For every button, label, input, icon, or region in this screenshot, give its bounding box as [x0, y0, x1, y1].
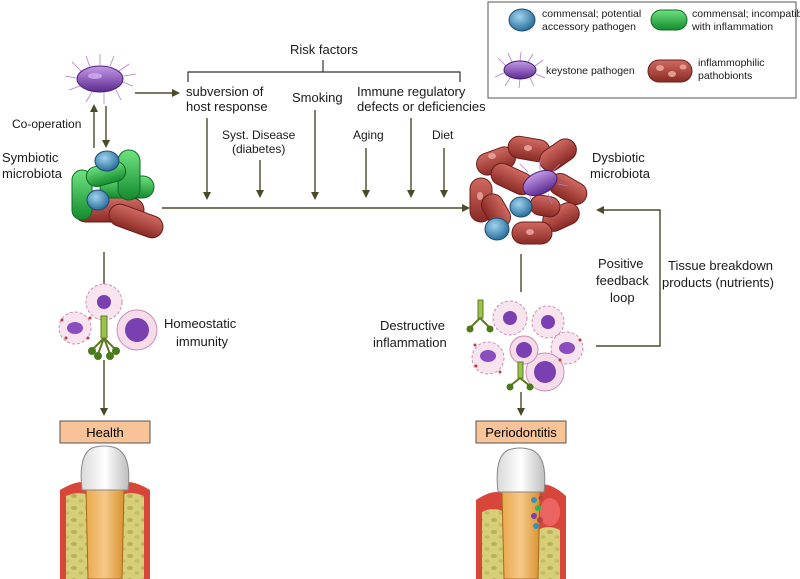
risk-factors-bracket — [187, 71, 461, 82]
risk-syst-disease-line1: Syst. Disease — [222, 128, 296, 142]
risk-immune-line2: defects or deficiencies — [357, 99, 486, 114]
periodontitis-label: Periodontitis — [485, 425, 557, 440]
risk-factors-title: Risk factors — [290, 42, 358, 57]
homeostatic-immune-cells — [58, 283, 158, 351]
risk-smoking-label: Smoking — [292, 90, 343, 105]
legend-blue-bug-icon — [508, 8, 536, 32]
legend: commensal; potential accessory pathogen … — [487, 1, 800, 99]
keystone-pathogen-icon — [64, 54, 137, 104]
risk-syst-disease-line2: (diabetes) — [232, 142, 285, 156]
destructive-line1: Destructive — [380, 318, 445, 333]
diseased-tooth-illustration — [476, 447, 566, 579]
legend-green-bug-icon — [650, 9, 688, 31]
feedback-line3: loop — [610, 290, 635, 305]
feedback-loop-arrow — [596, 206, 661, 347]
symbiotic-line1: Symbiotic — [2, 150, 59, 165]
legend-frame — [487, 1, 797, 99]
symbiotic-line2: microbiota — [2, 166, 63, 181]
healthy-tooth-illustration — [60, 445, 150, 579]
destructive-line2: inflammation — [373, 335, 447, 350]
legend-commensal-accessory-line1: commensal; potential — [542, 8, 641, 20]
feedback-line2: feedback — [596, 273, 649, 288]
dysbiotic-microbiota-cluster — [469, 135, 588, 245]
risk-diet-label: Diet — [432, 128, 454, 142]
tissue-line2: products (nutrients) — [662, 275, 774, 290]
cooperation-arrows — [90, 104, 110, 148]
homeostatic-line2: immunity — [176, 334, 229, 349]
dysbiotic-line1: Dysbiotic — [592, 150, 645, 165]
legend-commensal-incompatible-line1: commensal; incompatible — [692, 8, 800, 20]
cooperation-label: Co-operation — [12, 117, 81, 131]
symbiotic-microbiota-cluster — [71, 149, 164, 239]
risk-factors-group: Risk factors subversion of host response… — [186, 42, 486, 200]
dysbiotic-line2: microbiota — [590, 166, 651, 181]
legend-commensal-accessory-line2: accessory pathogen — [542, 21, 636, 33]
legend-commensal-incompatible-line2: with inflammation — [691, 21, 773, 33]
risk-immune-line1: Immune regulatory — [357, 84, 466, 99]
periodontitis-box — [475, 420, 567, 444]
homeostatic-line1: Homeostatic — [164, 316, 237, 331]
feedback-line1: Positive — [598, 256, 644, 271]
health-label: Health — [86, 425, 124, 440]
right-antibody-icons — [466, 299, 534, 391]
risk-aging-label: Aging — [353, 128, 384, 142]
risk-subversion-line1: subversion of — [186, 84, 264, 99]
tissue-line1: Tissue breakdown — [668, 258, 773, 273]
risk-subversion-line2: host response — [186, 99, 268, 114]
destructive-immune-cells — [471, 300, 584, 392]
health-box — [59, 420, 151, 444]
left-antibody-icon — [88, 315, 120, 360]
legend-inflammophilic-line2: pathobionts — [698, 70, 752, 82]
legend-red-bug-icon — [647, 59, 693, 83]
legend-keystone-icon — [494, 51, 546, 89]
legend-keystone-label: keystone pathogen — [546, 65, 635, 77]
legend-inflammophilic-line1: inflammophilic — [698, 57, 765, 69]
